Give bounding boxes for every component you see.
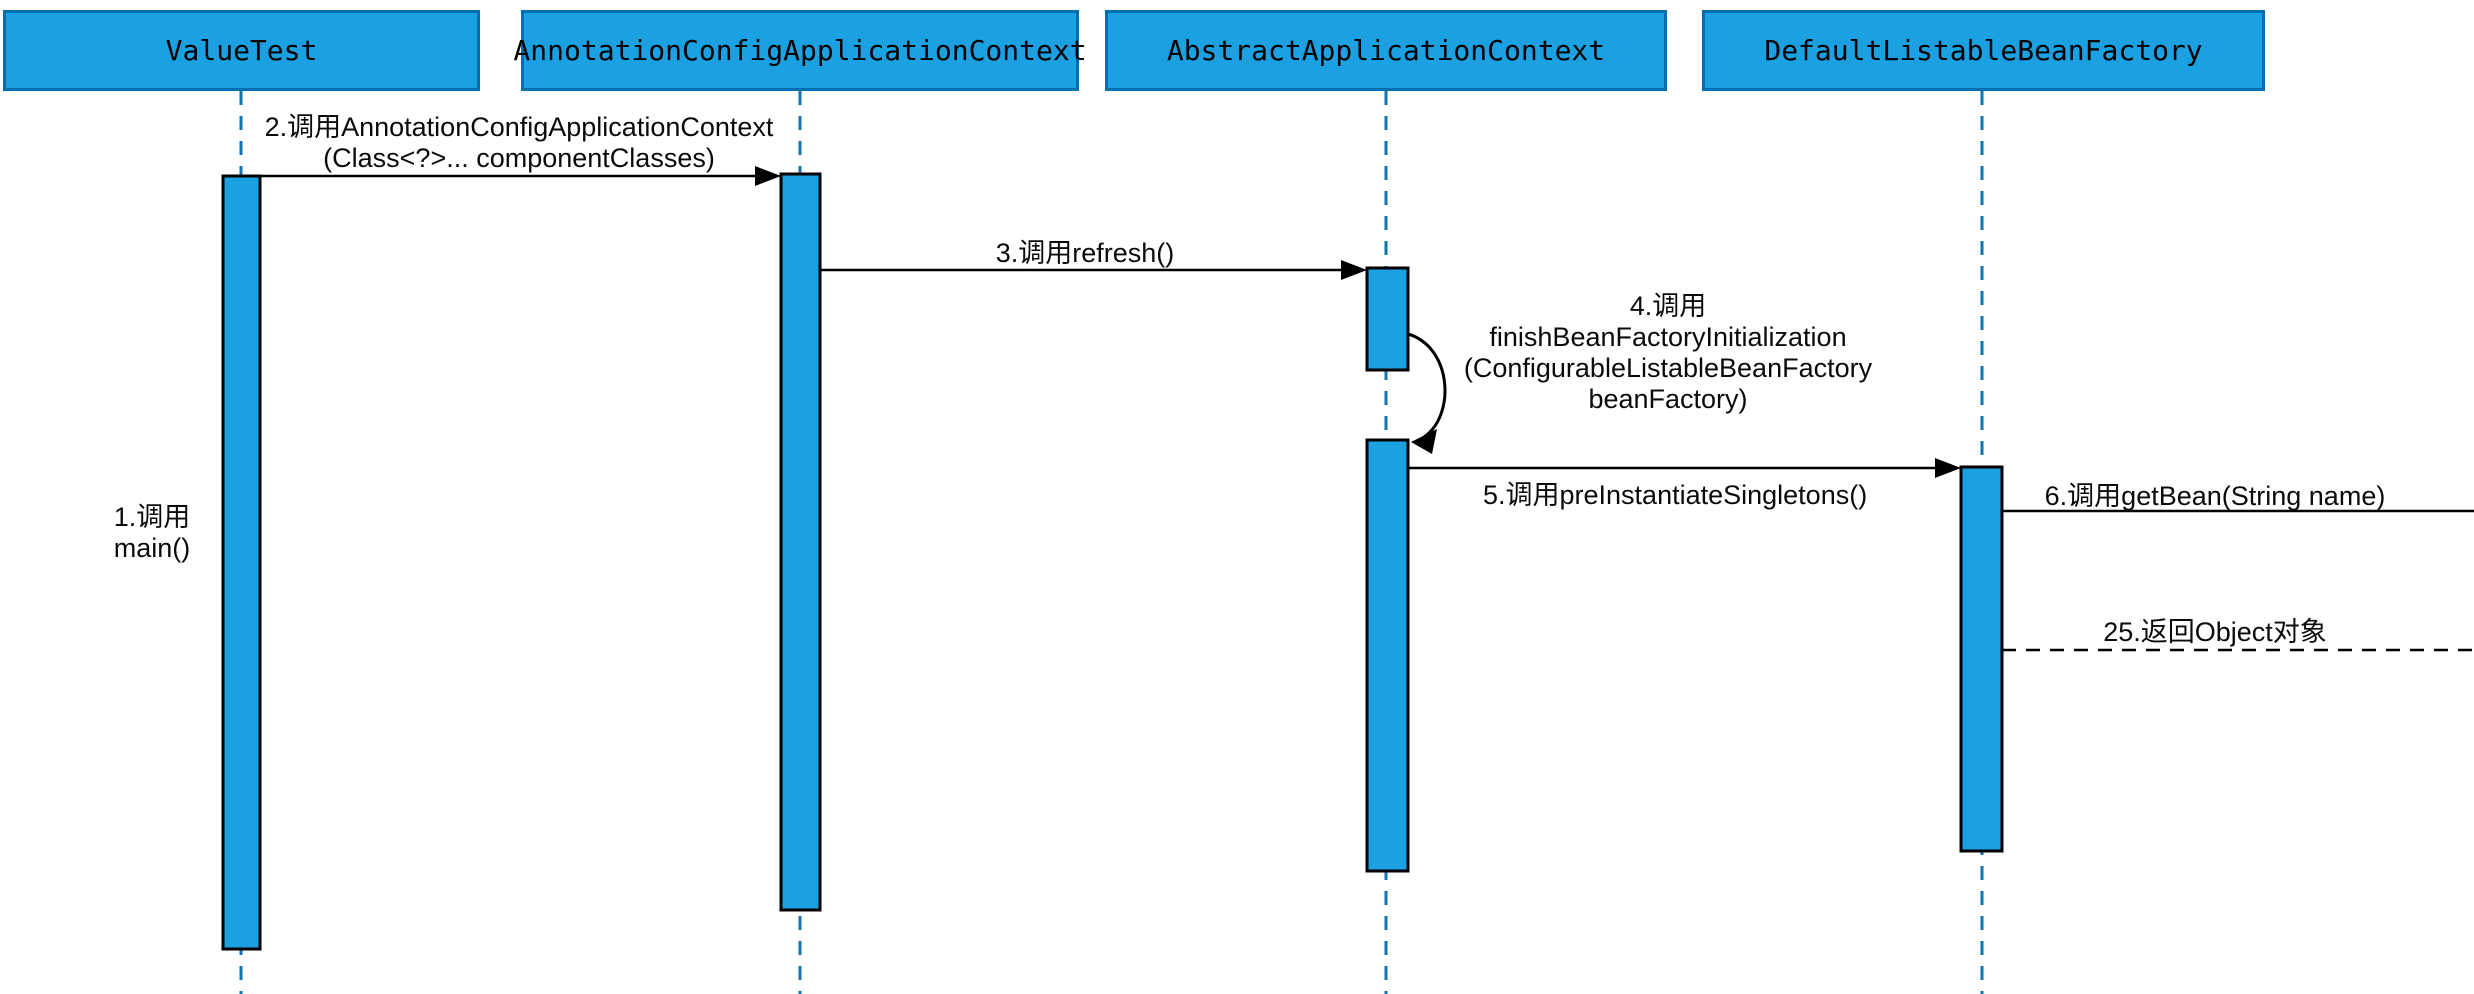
message-line: 25.返回Object对象 <box>2103 617 2327 647</box>
message-3-label: 3.调用refresh() <box>935 238 1235 269</box>
message-1-label: 1.调用 main() <box>72 502 232 564</box>
message-line: 1.调用 <box>113 502 191 532</box>
lifeline-header-defaultlistablebeanfactory: DefaultListableBeanFactory <box>1702 10 2265 91</box>
lifeline-header-label: AnnotationConfigApplicationContext <box>513 34 1087 67</box>
message-line: 5.调用preInstantiateSingletons() <box>1483 480 1868 510</box>
message-line: beanFactory) <box>1588 384 1748 414</box>
lifeline-header-valuetest: ValueTest <box>3 10 480 91</box>
activation-bar-abstractapplicationcontext-2 <box>1365 438 1410 873</box>
message-2-arrowhead-icon <box>755 166 781 186</box>
lifeline-header-abstractapplicationcontext: AbstractApplicationContext <box>1105 10 1667 91</box>
message-25-label: 25.返回Object对象 <box>2065 617 2365 648</box>
message-5-arrowhead-icon <box>1935 458 1961 478</box>
message-4-self-call-arc <box>1407 332 1447 439</box>
activation-bar-abstractapplicationcontext-1 <box>1365 266 1410 372</box>
message-3-arrowhead-icon <box>1341 260 1367 280</box>
activation-bar-defaultlistablebeanfactory <box>1959 465 2004 853</box>
lifeline-header-annotationconfigapplicationcontext: AnnotationConfigApplicationContext <box>513 10 1087 91</box>
activation-bar-valuetest <box>221 174 262 951</box>
message-line: 4.调用 <box>1629 291 1707 321</box>
message-4-label: 4.调用 finishBeanFactoryInitialization (Co… <box>1438 291 1898 415</box>
lifeline-header-label: DefaultListableBeanFactory <box>1764 34 2203 67</box>
message-6-label: 6.调用getBean(String name) <box>2035 481 2395 512</box>
message-line: 6.调用getBean(String name) <box>2044 481 2386 511</box>
message-2-label: 2.调用AnnotationConfigApplicationContext (… <box>219 112 819 174</box>
message-line: main() <box>113 533 191 563</box>
message-line: (Class<?>... componentClasses) <box>323 143 715 173</box>
lifeline-header-label: AbstractApplicationContext <box>1166 34 1606 67</box>
message-5-label: 5.调用preInstantiateSingletons() <box>1483 480 1868 511</box>
message-line: 2.调用AnnotationConfigApplicationContext <box>264 112 774 142</box>
message-line: (ConfigurableListableBeanFactory <box>1463 353 1873 383</box>
activation-bar-annotationconfigapplicationcontext <box>779 172 822 912</box>
message-4-arrowhead-icon <box>1411 429 1437 454</box>
message-line: finishBeanFactoryInitialization <box>1489 322 1847 352</box>
message-line: 3.调用refresh() <box>995 238 1175 268</box>
lifeline-header-label: ValueTest <box>165 34 318 67</box>
